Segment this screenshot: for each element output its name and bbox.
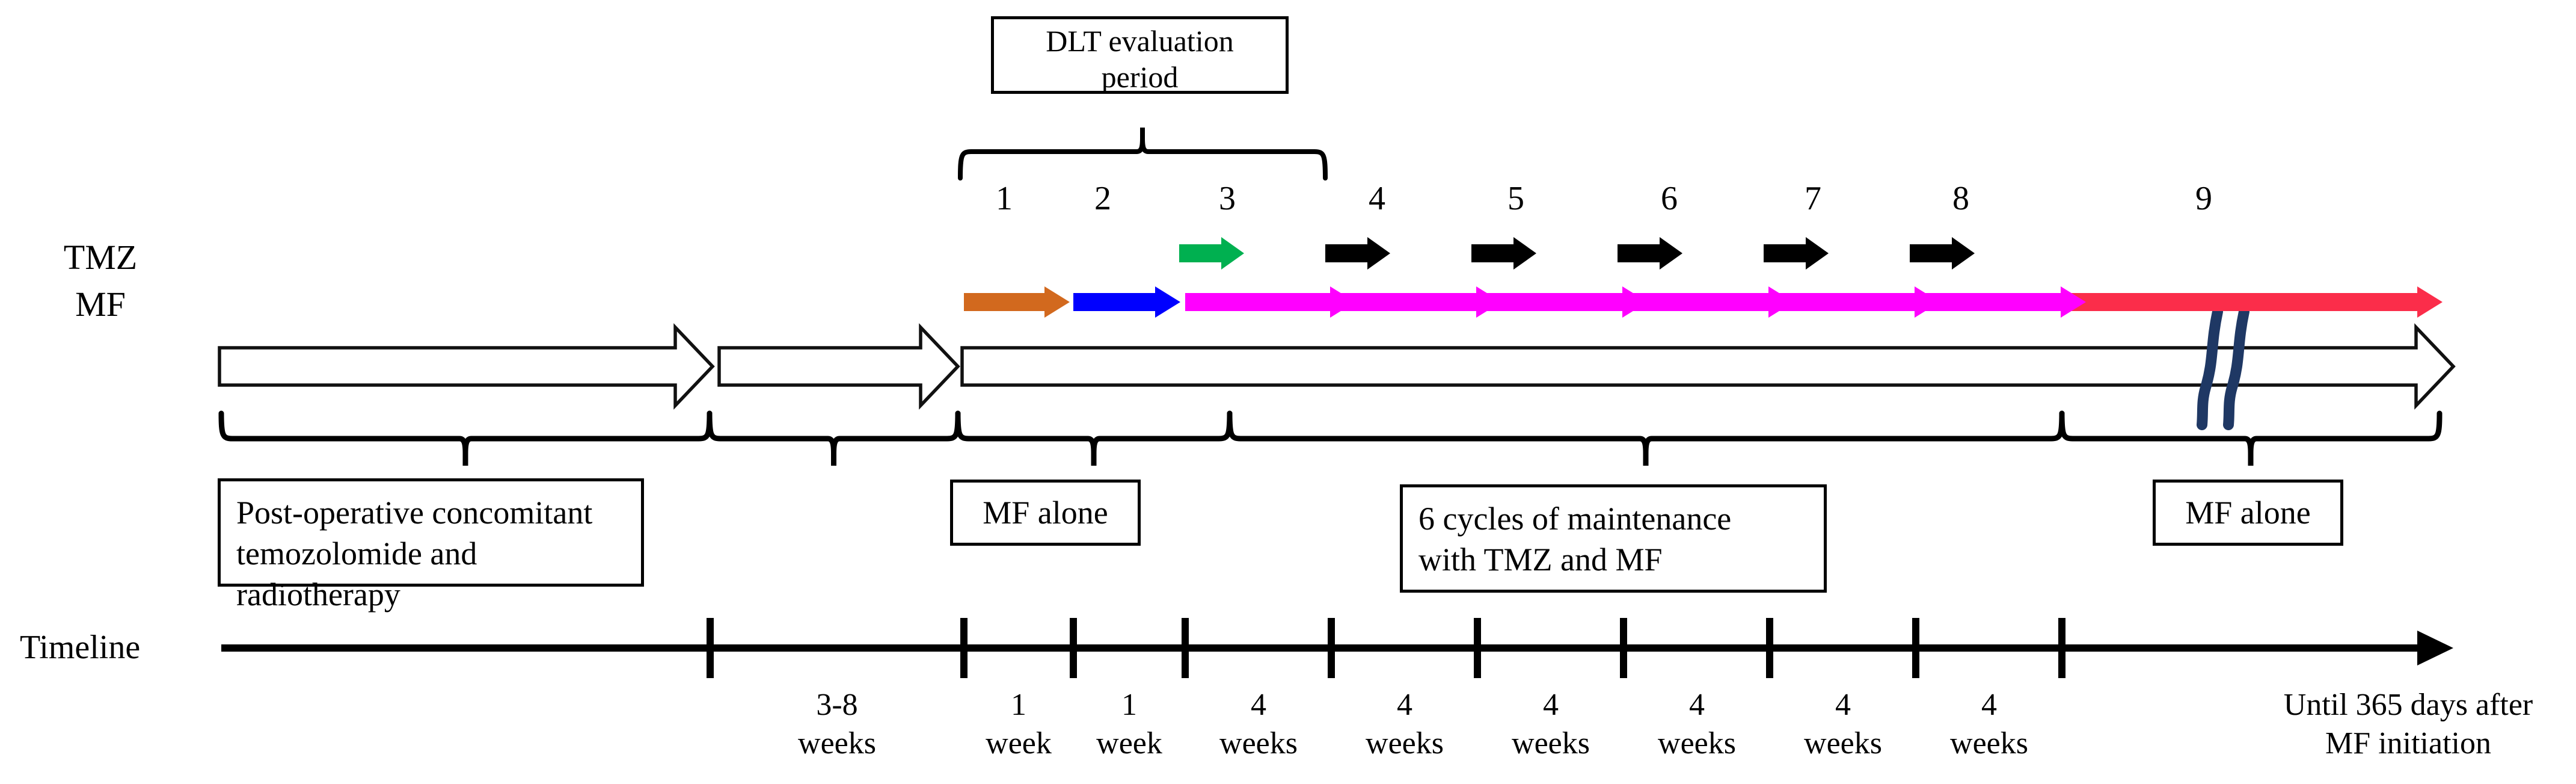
week-label-8-unit: weeks [1804,726,1882,761]
cycle-number-9: 9 [2195,180,2212,217]
until-label-line1: Until 365 days after [2283,688,2533,722]
week-label-6-unit: weeks [1512,726,1590,761]
cycle-number-7: 7 [1805,180,1821,217]
week-label-6: 4 weeks [1512,686,1590,763]
week-label-6-duration: 4 [1542,688,1559,722]
timeline-tick-4 [1182,618,1189,678]
dlt-box-line1: DLT evaluation [1046,24,1234,58]
cycle-number-5: 5 [1507,180,1524,217]
week-label-5: 4 weeks [1366,686,1444,763]
mf-arrow-2-blue [1073,286,1180,318]
week-label-2-duration: 1 [1011,688,1026,722]
tmz-row-label: TMZ [63,238,138,277]
dlt-evaluation-period-box: DLT evaluation period [991,16,1289,94]
timeline-break-mark-2 [2223,306,2249,430]
week-label-9-unit: weeks [1950,726,2028,761]
week-label-4-unit: weeks [1219,726,1298,761]
week-label-1: 3-8 weeks [798,686,876,763]
cycle-number-3: 3 [1219,180,1236,217]
postop-concomitant-box: Post-operative concomitant temozolomide … [218,478,644,613]
six-cycles-maintenance-box: 6 cycles of maintenance with TMZ and MF [1400,484,1827,593]
dlt-box-line2: period [1101,60,1179,94]
mf-alone-left-box: MF alone [950,480,1141,546]
week-label-4-duration: 4 [1250,688,1266,722]
phase-brace-3 [955,410,1233,466]
week-label-7-unit: weeks [1658,726,1736,761]
white-process-arrow-2 [717,323,960,410]
dlt-period-bracket [958,128,1328,181]
tmz-arrow-1-green [1179,237,1244,270]
cycle-number-2: 2 [1094,180,1111,217]
timeline-tick-7 [1620,618,1627,678]
postop-box-line2: temozolomide and radiotherapy [236,536,477,613]
six-cycles-line2: with TMZ and MF [1418,542,1663,578]
week-label-1-duration: 3-8 [816,688,858,722]
week-label-9: 4 weeks [1950,686,2028,763]
timeline-tick-3 [1070,618,1077,678]
tmz-arrow-3-black [1471,237,1536,270]
week-label-7: 4 weeks [1658,686,1736,763]
week-label-2: 1 week [986,686,1052,763]
timeline-tick-8 [1766,618,1773,678]
phase-brace-1 [218,410,713,466]
mf-arrow-9-red [2062,286,2443,318]
until-365-days-label: Until 365 days after MF initiation [2284,686,2533,763]
timeline-tick-6 [1474,618,1481,678]
week-label-7-duration: 4 [1688,688,1705,722]
timeline-label: Timeline [20,629,141,666]
tmz-arrow-6-black [1910,237,1975,270]
week-label-2-unit: week [986,726,1052,761]
week-label-5-duration: 4 [1396,688,1412,722]
phase-brace-2 [707,410,961,466]
week-label-4: 4 weeks [1219,686,1298,763]
week-label-5-unit: weeks [1366,726,1444,761]
timeline-tick-2 [960,618,968,678]
mf-arrow-3-magenta [1185,286,1355,318]
timeline-axis [221,644,2418,652]
cycle-number-1: 1 [996,180,1013,217]
timeline-tick-10 [2058,618,2065,678]
phase-brace-4 [1227,410,2065,466]
phase-brace-5 [2059,410,2443,466]
timeline-tick-9 [1912,618,1919,678]
mf-arrow-1-orange [964,286,1070,318]
mf-arrow-8-magenta [1916,286,2086,318]
timeline-arrowhead [2417,631,2453,665]
white-process-arrow-1 [218,323,715,410]
six-cycles-line1: 6 cycles of maintenance [1418,501,1732,537]
mf-arrow-6-magenta [1624,286,1794,318]
timeline-break-mark-1 [2197,306,2223,430]
timeline-tick-5 [1328,618,1335,678]
cycle-number-8: 8 [1952,180,1969,217]
mf-arrow-7-magenta [1770,286,1940,318]
tmz-arrow-2-black [1325,237,1390,270]
mf-arrow-4-magenta [1331,286,1501,318]
until-label-line2: MF initiation [2325,726,2491,761]
tmz-arrow-5-black [1764,237,1829,270]
mf-alone-right-box: MF alone [2153,480,2343,546]
cycle-number-6: 6 [1661,180,1678,217]
cycle-number-4: 4 [1369,180,1385,217]
week-label-8: 4 weeks [1804,686,1882,763]
mf-arrow-5-magenta [1477,286,1648,318]
week-label-3-unit: week [1096,726,1162,761]
postop-box-line1: Post-operative concomitant [236,495,593,531]
week-label-3: 1 week [1096,686,1162,763]
mf-row-label: MF [75,285,126,324]
week-label-3-duration: 1 [1121,688,1137,722]
week-label-1-unit: weeks [798,726,876,761]
tmz-arrow-4-black [1618,237,1682,270]
white-process-arrow-3 [960,323,2456,410]
timeline-tick-1 [707,618,714,678]
week-label-8-duration: 4 [1835,688,1851,722]
week-label-9-duration: 4 [1981,688,1997,722]
